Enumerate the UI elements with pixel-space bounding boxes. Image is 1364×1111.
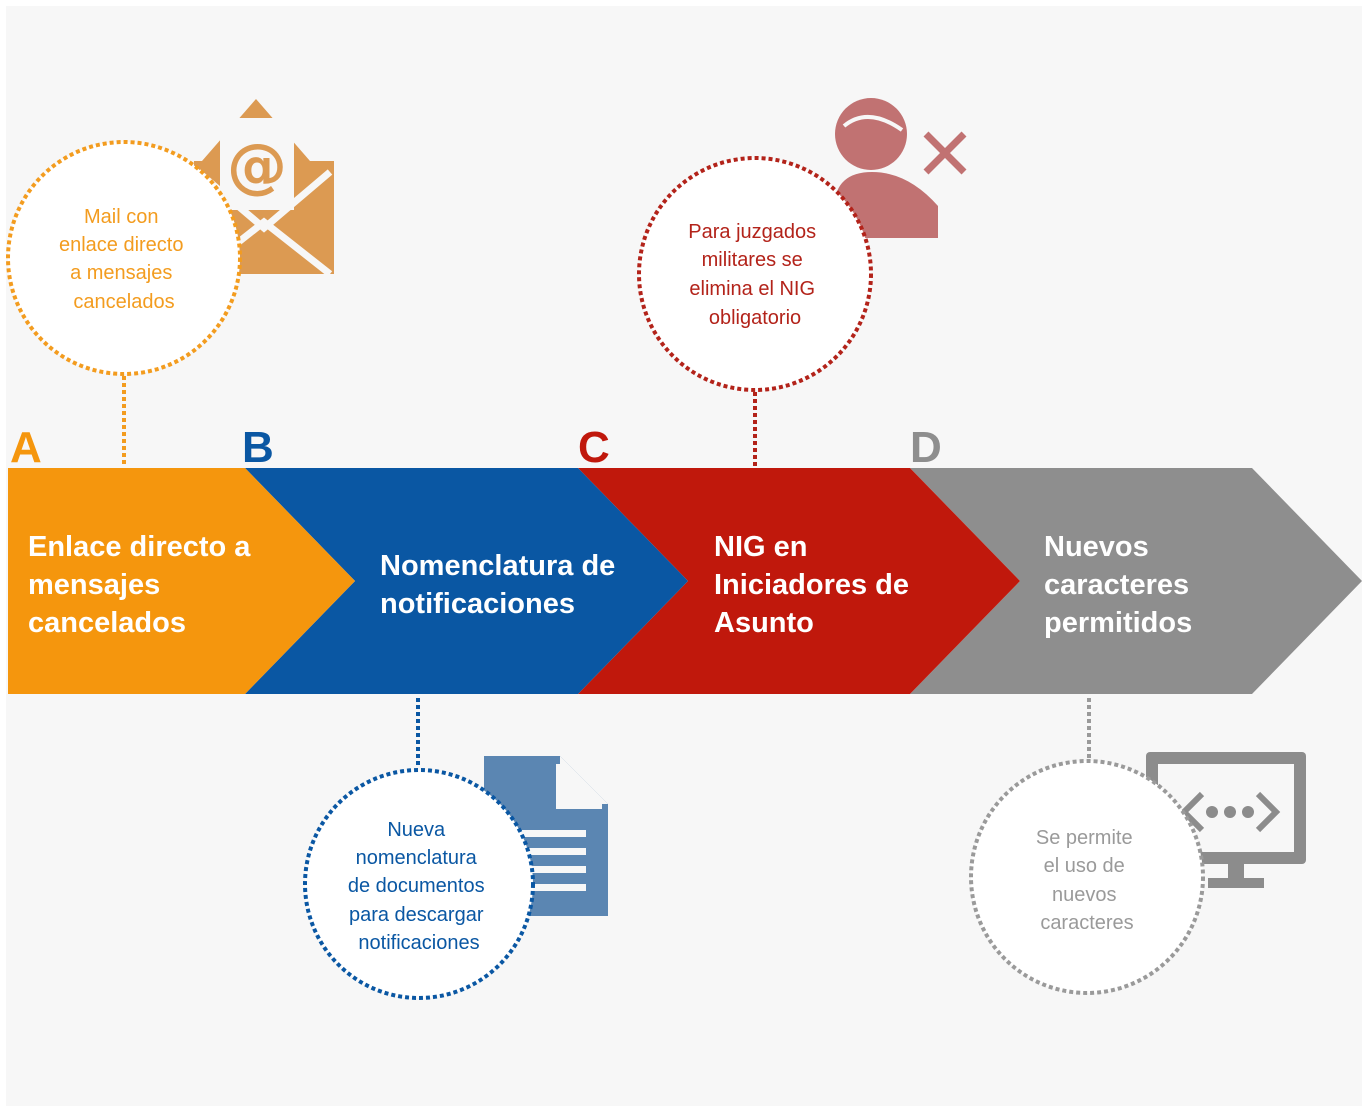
- stage-d-arrow: [910, 468, 1362, 694]
- stage-c-letter: C: [578, 423, 610, 472]
- svg-text:@: @: [227, 131, 287, 201]
- stage-a-arrow: [8, 468, 355, 694]
- stage-d-title: Nuevos caracteres permitidos: [1044, 531, 1197, 639]
- stage-a-callout-circle: [6, 140, 242, 376]
- stage-c-arrow: [578, 468, 1020, 694]
- stage-c-title: NIG en Iniciadores de Asunto: [714, 531, 917, 639]
- stage-d-letter: D: [910, 423, 942, 472]
- diagram-canvas: A B C D Enlace directo a mensajes cancel…: [6, 6, 1362, 1106]
- stage-b-callout-circle: [303, 768, 535, 1000]
- stage-c-callout-circle: [637, 156, 873, 392]
- stage-a-callout-text: Mail con enlace directo a mensajes cance…: [59, 206, 189, 313]
- stage-b-title: Nomenclatura de notificaciones: [380, 550, 623, 620]
- stage-a-letter: A: [10, 423, 42, 472]
- stage-c-callout-text: Para juzgados militares se elimina el NI…: [688, 221, 821, 329]
- stage-b-arrow: [245, 468, 688, 694]
- stage-a-title: Enlace directo a mensajes cancelados: [28, 531, 259, 639]
- stage-b-callout-text: Nueva nomenclatura de documentos para de…: [348, 819, 490, 954]
- stage-d-callout-text: Se permite el uso de nuevos caracteres: [1036, 827, 1138, 934]
- stage-d-callout-circle: [969, 759, 1205, 995]
- stage-b-letter: B: [242, 423, 274, 472]
